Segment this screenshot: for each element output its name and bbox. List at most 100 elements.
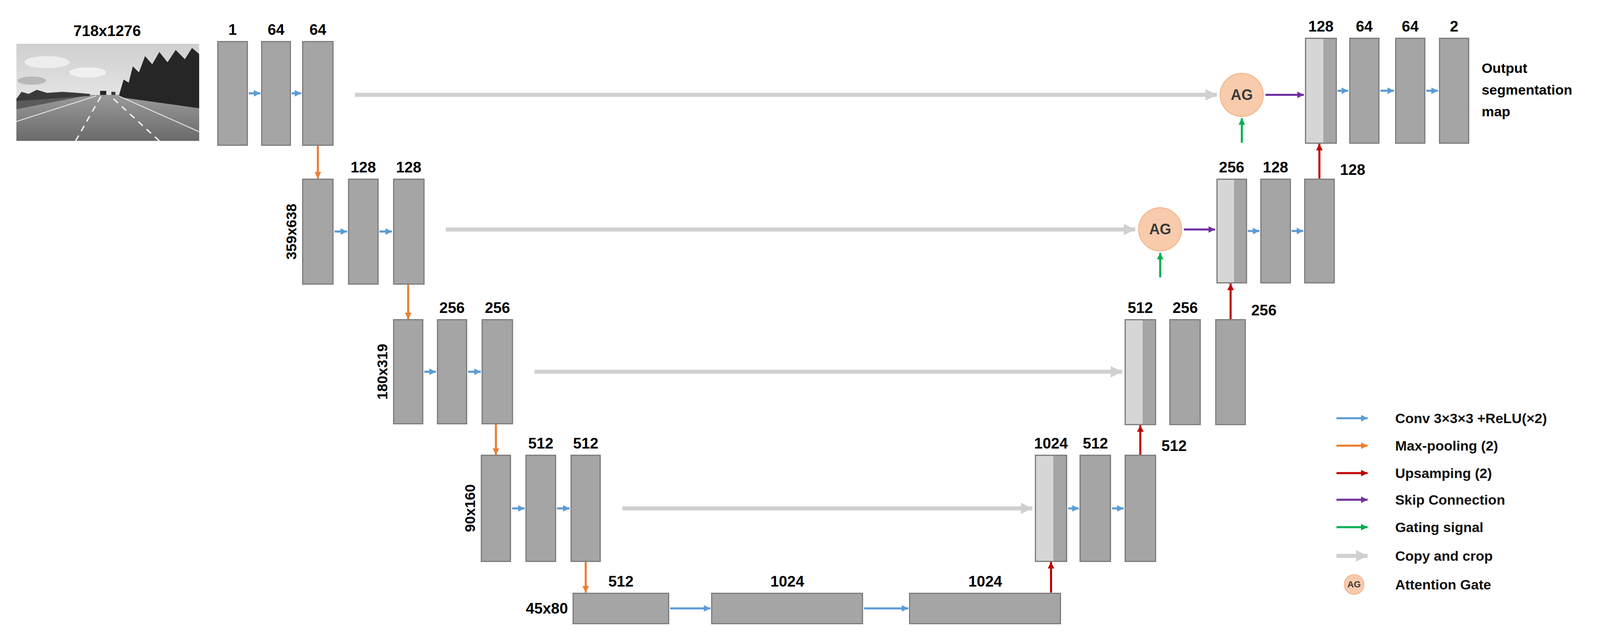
channel-count: 2 <box>1450 18 1459 35</box>
copy-crop-arrow <box>622 506 1032 511</box>
channel-count: 128 <box>1340 162 1366 178</box>
legend-gate-circle <box>1344 575 1364 595</box>
channel-count: 128 <box>350 159 376 175</box>
conv-arrow <box>1247 229 1260 232</box>
gate-circle-shape <box>1138 208 1182 252</box>
channel-count: 64 <box>1355 18 1373 35</box>
upsample-arrow <box>1318 143 1321 179</box>
feature-map: 128 <box>1304 178 1335 284</box>
legend-arrow <box>1336 445 1368 448</box>
skip-connection-arrow <box>1265 93 1305 96</box>
conv-arrow <box>424 370 436 373</box>
cloud <box>24 56 70 69</box>
road-edge <box>16 95 96 122</box>
gating-signal-arrow <box>1240 118 1244 144</box>
copy-crop-arrow <box>534 370 1122 375</box>
concatenated-feature-map: 256 <box>1216 178 1248 284</box>
channel-count: 512 <box>1127 300 1153 316</box>
conv-arrow <box>670 607 711 610</box>
conv-arrow <box>1380 89 1394 92</box>
channel-count: 64 <box>1401 18 1419 35</box>
legend-text: Conv 3×3×3 +ReLU(×2) <box>1395 411 1547 426</box>
conv-arrow <box>379 230 393 233</box>
legend-item: Skip Connection <box>1331 489 1505 511</box>
legend-arrow <box>1336 554 1368 559</box>
legend-text: Skip Connection <box>1395 493 1505 507</box>
connectors <box>248 90 1439 610</box>
input-road-image <box>16 43 200 141</box>
gate-label: AG <box>1149 222 1172 237</box>
maxpool-arrow <box>584 562 587 594</box>
channel-count: 512 <box>608 574 634 590</box>
sky <box>16 43 200 141</box>
skip-connection-arrow <box>1184 228 1216 231</box>
tree-line-left <box>16 89 90 101</box>
feature-map: 1024 <box>711 593 864 625</box>
concatenated-feature-map: 512 <box>1124 319 1157 426</box>
channel-count: 1024 <box>770 574 805 590</box>
concatenated-feature-map: 128 <box>1304 37 1337 144</box>
conv-arrow <box>468 370 481 373</box>
channel-count: 128 <box>1308 18 1334 35</box>
legend-arrow <box>1336 417 1368 420</box>
feature-map: 512 <box>525 454 557 562</box>
conv-arrow <box>1068 507 1079 510</box>
legend-item: Gating signal <box>1331 517 1484 538</box>
feature-size: 90x160 <box>462 484 478 533</box>
feature-map: 256 <box>436 319 468 425</box>
legend-text: Attention Gate <box>1395 577 1491 592</box>
legend-arrow <box>1336 526 1368 529</box>
conv-arrow <box>248 92 261 95</box>
legend-item: Upsamping (2) <box>1331 463 1492 484</box>
legend-text: Upsamping (2) <box>1395 466 1492 481</box>
legend-sample <box>1331 408 1373 429</box>
cloud <box>17 76 46 85</box>
feature-map: 1 <box>217 40 248 146</box>
conv-arrow <box>1291 229 1304 232</box>
conv-arrow <box>1111 507 1124 510</box>
attention-gate: AG <box>1219 72 1265 118</box>
legend-item: Max-pooling (2) <box>1331 435 1498 457</box>
maxpool-arrow <box>316 145 319 179</box>
legend-sample <box>1331 463 1373 484</box>
feature-map: 359x638 <box>302 178 334 285</box>
car <box>100 90 107 96</box>
feature-map: 512 <box>1079 454 1112 562</box>
feature-map: 45x80512 <box>572 593 670 625</box>
legend-text: Max-pooling (2) <box>1395 438 1498 453</box>
legend-arrow <box>1336 499 1368 502</box>
legend-text: Copy and crop <box>1395 549 1493 564</box>
upsample-arrow <box>1050 562 1053 594</box>
feature-map: 180x319 <box>393 319 424 425</box>
conv-arrow <box>334 230 348 233</box>
channel-count: 256 <box>439 300 465 316</box>
feature-map: 512 <box>570 454 602 562</box>
legend-sample <box>1331 517 1373 538</box>
upsample-arrow <box>1229 283 1232 320</box>
channel-count: 256 <box>1218 159 1245 175</box>
feature-map: 512 <box>1124 454 1157 562</box>
feature-map: 64 <box>261 40 291 146</box>
channel-count: 128 <box>1262 159 1289 175</box>
channel-count: 256 <box>1172 300 1198 316</box>
conv-arrow <box>863 607 909 610</box>
feature-map: 256 <box>1215 319 1246 426</box>
feature-map: 2 <box>1438 37 1470 144</box>
legend-symbol-text: AG <box>1347 580 1361 590</box>
channel-count: 1024 <box>1034 436 1068 452</box>
legend-sample <box>1331 489 1373 511</box>
conv-arrow <box>511 507 525 510</box>
lane-marking <box>75 95 102 141</box>
copy-crop-arrow <box>445 227 1136 232</box>
conv-arrow <box>1426 89 1438 92</box>
concatenated-feature-map: 1024 <box>1034 454 1068 562</box>
feature-map: 64 <box>1349 37 1380 144</box>
channel-count: 64 <box>267 22 285 38</box>
maxpool-arrow <box>495 424 498 456</box>
car <box>111 91 116 95</box>
lane-marking <box>110 95 160 141</box>
conv-arrow <box>291 92 302 95</box>
feature-size: 180x319 <box>375 343 390 400</box>
gating-signal-arrow <box>1159 252 1162 278</box>
input-size: 718x1276 <box>73 22 141 39</box>
